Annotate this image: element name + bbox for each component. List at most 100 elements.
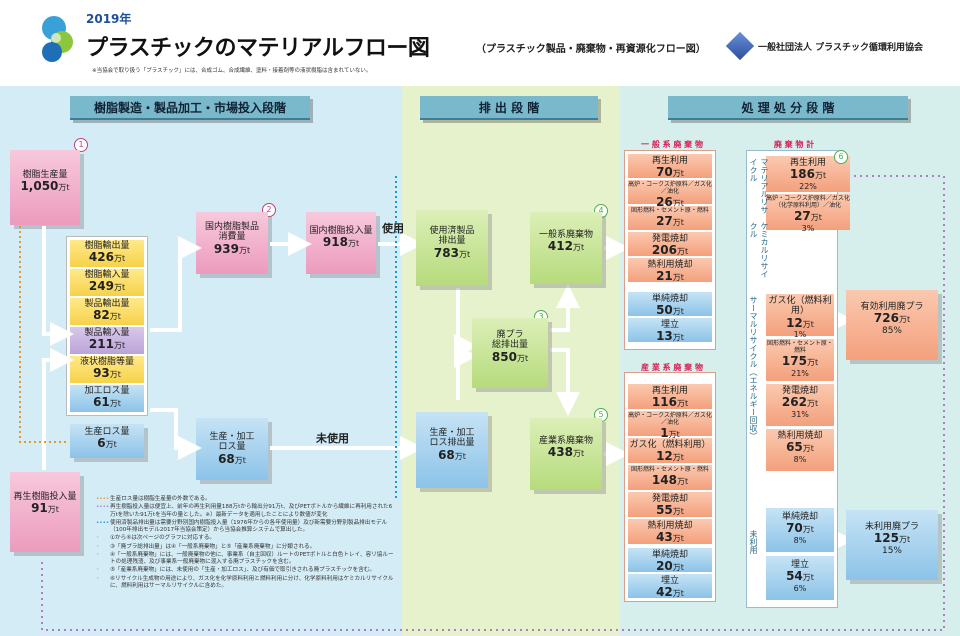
industrial-item-unit: 万t [672,453,684,463]
note-bullet-icon: ◦ [96,535,100,542]
total-unused-item-unit: 万t [802,525,814,535]
industrial-waste-label: 産業系廃棄物 [538,436,593,446]
phase-header-production: 樹脂製造・製品加工・市場投入段階 [70,96,310,120]
note-item: ◦⑤「産業系廃棄物」には、未使用の「生産・加工ロス」、及び有価で取引きされる廃プ… [96,567,396,574]
general-item-value-row: 70万t [628,165,712,180]
domestic-input-value: 918 [322,235,348,250]
note-text: 再生樹脂投入量は便宜上、前年の再生利用量188万tから輸出分91万t、及びPET… [110,504,393,518]
general-waste-unit: 万t [572,243,585,253]
note-text: ⑥リサイクル生成物の用途により、ガス化を化学原料利用と燃料利用に分け、化学原料利… [110,575,394,589]
total-item-value-row: 65万t [766,440,834,455]
general-item-value-row: 26万t [628,195,712,210]
general-item-value: 21 [656,269,673,284]
general-item-unit: 万t [672,273,684,283]
effective-use-pct: 85% [881,326,902,337]
note-bullet-icon: •••• [96,504,110,511]
note-text: ①から⑥は次ページのグラフに対応する。 [110,535,216,542]
unused-waste-value: 125 [873,531,899,546]
industrial-item-label: 固形燃料・セメント原・燃料 [631,466,709,473]
recycled-input-value: 91 [31,501,48,516]
industrial-unused-item-label: 埋立 [660,576,679,586]
general-unused-item-value: 13 [656,329,673,344]
total-item-value: 12 [786,315,803,330]
general-item-value-row: 206万t [628,243,712,258]
loss-discharge-unit: 万t [454,451,466,461]
logo-icon [38,12,78,64]
processing-loss-unit: 万t [234,455,246,465]
general-item-unit: 万t [672,198,684,208]
total-unused-item-label: 埋立 [790,560,809,570]
trade-item-unit: 万t [109,312,121,322]
unused-waste-pct: 15% [881,546,902,557]
recycled-input-unit: 万t [47,505,59,515]
total-item-value: 262 [781,395,807,410]
notes-list: ••••生産ロス量は樹脂生産量の外数である。••••再生樹脂投入量は便宜上、前年… [96,496,396,590]
general-item-value: 206 [651,243,677,258]
industrial-item-unit: 万t [672,534,684,544]
note-item: ••••生産ロス量は樹脂生産量の外数である。 [96,496,396,503]
badge-6: 6 [834,150,848,164]
total-item-label: 固形燃料・セメント原・燃料 [767,340,833,354]
trade-item-value: 211 [88,337,114,352]
general-waste-label: 一般系廃棄物 [538,230,593,240]
trade-item-value: 426 [88,250,114,265]
industrial-unused-item-unit: 万t [672,589,684,599]
effective-use-value: 726 [873,311,899,326]
production-loss-unit: 万t [105,440,117,450]
note-item: ••••使用済製品排出量は需要分野別国内樹脂投入量（1976年からの各年使用量）… [96,520,396,535]
total-unused-item-unit: 万t [802,573,814,583]
trade-item-unit: 万t [113,341,126,351]
note-item: ◦ ①から⑥は次ページのグラフに対応する。 [96,535,396,542]
trade-item-unit: 万t [113,254,126,264]
unused-label: 未使用 [316,432,349,445]
general-item-label: 発電焼却 [651,234,688,244]
total-item-label: 高炉・コークス炉原料／ガス化（化学原料利用）／油化 [766,195,850,209]
general-unused-item-value-row: 50万t [628,303,712,318]
general-column-title: 一 般 系 廃 棄 物 [641,140,703,149]
effective-use-unit: 万t [898,315,911,325]
general-item-value-row: 27万t [628,214,712,229]
general-unused-item-unit: 万t [672,307,684,317]
general-waste-value: 412 [547,239,573,254]
category-material-label: マテリアルリサイクル [749,158,769,214]
industrial-waste-unit: 万t [572,449,585,459]
note-text: 生産ロス量は樹脂生産量の外数である。 [110,496,211,502]
use-label: 使用 [382,222,404,235]
total-item-unit: 万t [802,319,814,329]
trade-item-unit: 万t [109,399,121,409]
industrial-item-value: 12 [656,449,673,464]
industrial-item-unit: 万t [676,476,689,486]
note-text: ④「一般系廃棄物」には、一般廃棄物の他に、事業系（自主回収）ルートのPETボトル… [110,551,394,566]
general-item-label: 高炉・コークス炉原料／ガス化／油化 [628,181,712,195]
total-discharge-value: 850 [491,349,517,364]
org-name: 一般社団法人 プラスチック循環利用協会 [758,43,923,53]
unused-waste-unit: 万t [898,535,911,545]
category-unused-label: 未利用 [749,530,758,554]
total-unused-item-value-row: 54万t [766,569,834,584]
note-text: ⑤「産業系廃棄物」には、未使用の「生産・加工ロス」、及び有価で取引きされる廃プラ… [110,567,376,574]
general-unused-item-label: 埋立 [660,320,679,330]
industrial-item-label: 発電焼却 [651,494,688,504]
industrial-item-label: 再生利用 [651,386,688,396]
effective-use-label: 有効利用廃プラ [860,302,924,312]
phase-header-discharge: 排 出 段 階 [420,96,598,120]
total-unused-item-value: 70 [786,521,803,536]
trade-item-value-row: 82万t [70,308,144,323]
note-bullet-icon: •••• [96,496,110,502]
trade-item-unit: 万t [113,283,126,293]
industrial-item-label: ガス化（燃料利用） [629,440,711,450]
total-unused-item-value: 54 [786,569,803,584]
industrial-item-value: 116 [651,395,677,410]
total-item-label: 再生利用 [789,158,826,168]
recycled-input-label: 再生樹脂投入量 [13,492,77,502]
unused-waste-label: 未利用廃プラ [864,522,919,532]
